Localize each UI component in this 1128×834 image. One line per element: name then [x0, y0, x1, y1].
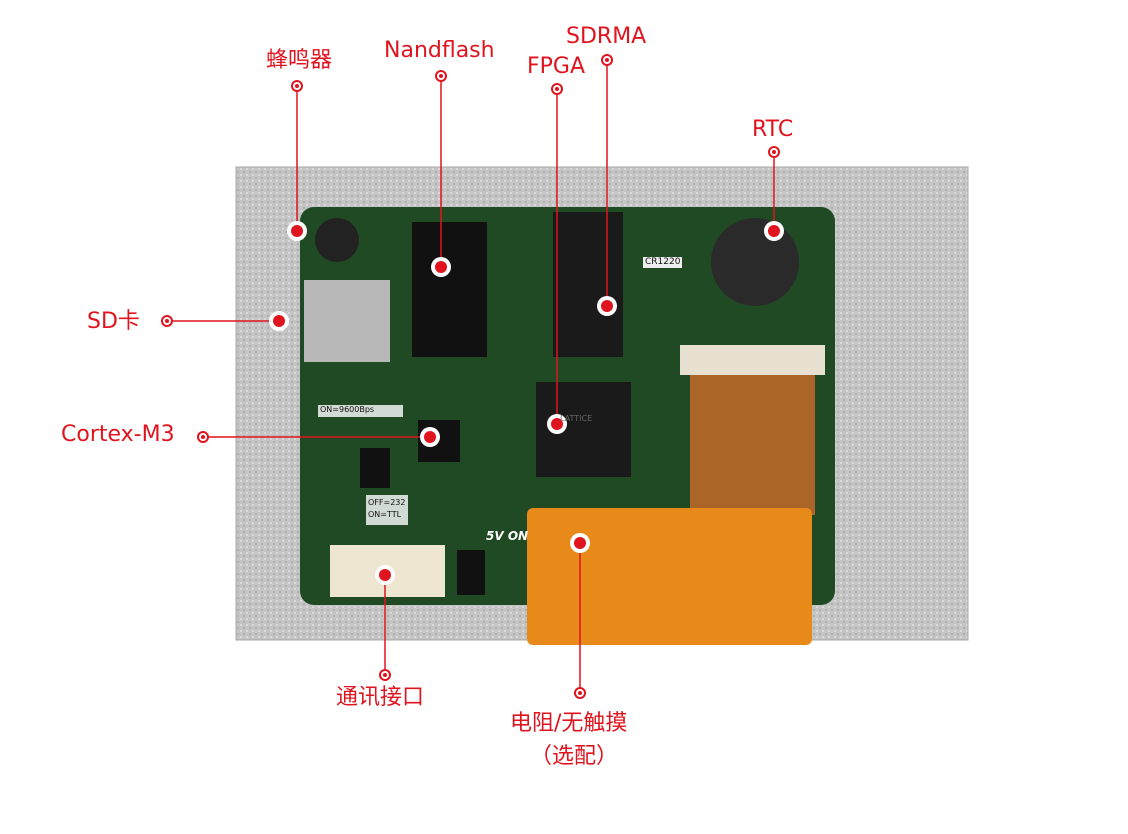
rtc-battery-holder [711, 218, 799, 306]
sdram-chip [553, 212, 623, 357]
label-sd-card: SD卡 [87, 309, 140, 334]
sd-card-slot [304, 280, 390, 362]
flex-cable [690, 375, 815, 515]
label-buzzer: 蜂鸣器 [266, 48, 333, 73]
uart2-silkscreen: ON=TTL [368, 510, 402, 519]
uart-silkscreen: OFF=232 [368, 498, 406, 507]
nandflash-chip [412, 222, 487, 357]
callout-dots [161, 54, 784, 699]
label-touch-line2: （选配） [530, 744, 619, 769]
label-comm-port: 通讯接口 [336, 685, 425, 710]
buzzer-component [315, 218, 359, 262]
battery-silkscreen: CR1220 [643, 257, 683, 268]
label-rtc: RTC [752, 117, 794, 142]
label-cortex-m3: Cortex-M3 [61, 422, 175, 447]
label-sdram: SDRMA [566, 24, 647, 49]
label-fpga: FPGA [527, 54, 586, 79]
lcd-connector [680, 345, 825, 375]
baud-silkscreen: ON=9600Bps [320, 405, 375, 414]
fpga-chip-marking: LATTICE [560, 414, 593, 423]
label-touch-line1: 电阻/无触摸 [510, 711, 628, 736]
callout-lines [167, 60, 775, 693]
power-silkscreen: 5V ON [486, 529, 529, 543]
touch-flex-cable [527, 508, 812, 645]
label-nandflash: Nandflash [384, 38, 495, 63]
